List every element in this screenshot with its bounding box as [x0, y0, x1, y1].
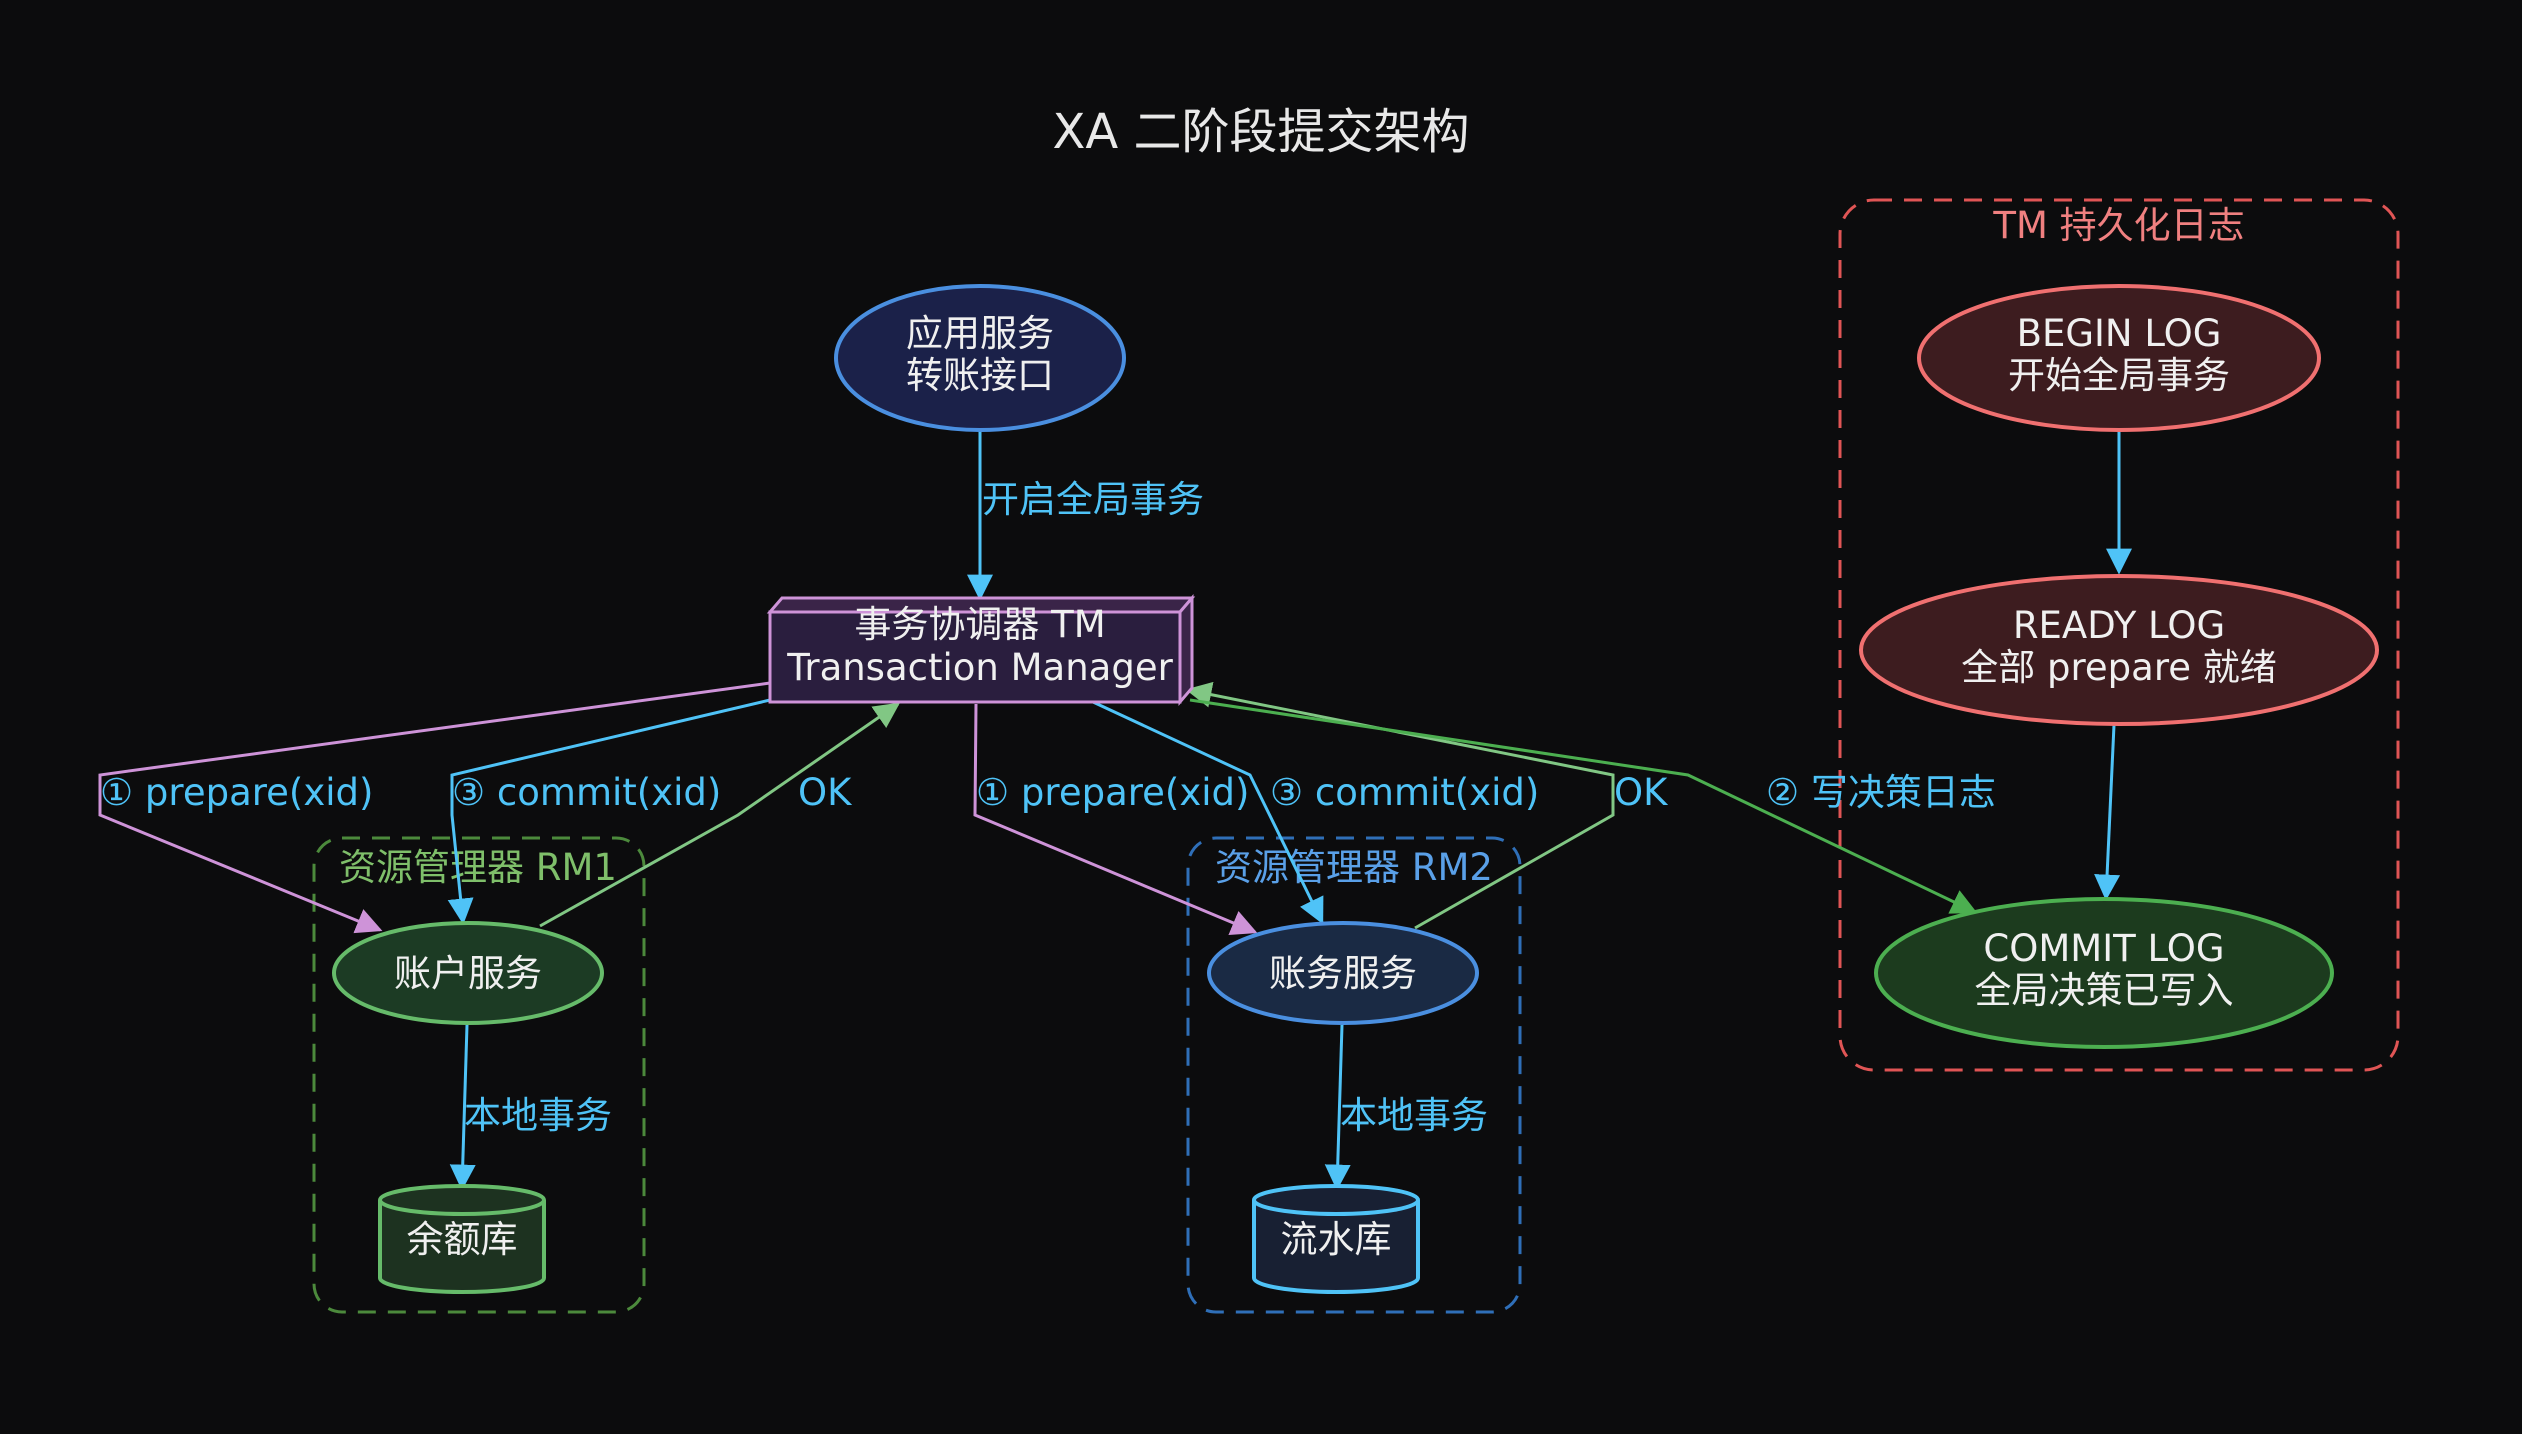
label-rm2-prepare: ① prepare(xid) — [976, 771, 1249, 814]
node-begin-log-line2: 开始全局事务 — [2008, 354, 2230, 397]
node-account-service-label: 账户服务 — [394, 952, 542, 995]
node-flow-db: 流水库 — [1252, 1184, 1420, 1294]
edge-rm1-to-tm-ok — [539, 702, 901, 928]
cluster-rm1: 资源管理器 RM1 — [312, 836, 646, 1314]
diagram-title: XA 二阶段提交架构 — [1053, 104, 1470, 160]
label-rm2-commit: ③ commit(xid) — [1270, 771, 1539, 814]
label-rm2-local: 本地事务 — [1340, 1094, 1488, 1137]
node-balance-db: 余额库 — [378, 1184, 546, 1294]
edge-tm-to-commit-log — [1189, 698, 1978, 914]
edge-tm-to-rm1-prepare — [98, 681, 771, 934]
node-ready-log: READY LOG 全部 prepare 就绪 — [1859, 574, 2379, 726]
node-flow-db-label: 流水库 — [1281, 1218, 1392, 1261]
node-ready-log-line1: READY LOG — [2013, 604, 2225, 647]
node-tm-line1: 事务协调器 TM — [854, 603, 1105, 646]
cluster-rm2-label: 资源管理器 RM2 — [1215, 846, 1493, 889]
node-commit-log-line1: COMMIT LOG — [1983, 927, 2224, 970]
cluster-rm2: 资源管理器 RM2 — [1186, 836, 1522, 1314]
cluster-tm-log-label: TM 持久化日志 — [1992, 204, 2244, 247]
node-tm-line2: Transaction Manager — [786, 646, 1173, 689]
cluster-rm1-label: 资源管理器 RM1 — [339, 846, 617, 889]
node-commit-log: COMMIT LOG 全局决策已写入 — [1874, 897, 2334, 1049]
node-ledger-service: 账务服务 — [1207, 921, 1479, 1025]
label-rm1-commit: ③ commit(xid) — [452, 771, 721, 814]
node-app-service-line1: 应用服务 — [906, 312, 1054, 355]
node-account-service: 账户服务 — [332, 921, 604, 1025]
edge-tm-to-rm1-commit — [447, 698, 771, 925]
edge-ledger-to-flow-db — [1324, 1024, 1351, 1191]
label-rm1-prepare: ① prepare(xid) — [100, 771, 373, 814]
edges — [98, 388, 2132, 1191]
node-transaction-manager: 事务协调器 TM Transaction Manager — [766, 593, 1196, 707]
node-begin-log: BEGIN LOG 开始全局事务 — [1917, 284, 2321, 432]
cluster-tm-log: TM 持久化日志 — [1838, 198, 2400, 1072]
node-app-service: 应用服务 转账接口 — [834, 284, 1126, 432]
node-balance-db-label: 余额库 — [407, 1218, 518, 1261]
node-begin-log-line1: BEGIN LOG — [2017, 312, 2222, 355]
node-ready-log-line2: 全部 prepare 就绪 — [1961, 646, 2277, 689]
label-decision-log: ② 写决策日志 — [1766, 771, 1996, 814]
node-app-service-line2: 转账接口 — [906, 354, 1054, 397]
edge-tm-to-rm2-commit — [1092, 700, 1324, 925]
label-rm1-local: 本地事务 — [464, 1094, 612, 1137]
label-rm2-ok: OK — [1614, 771, 1669, 814]
edge-ready-to-commit — [2094, 724, 2121, 901]
edge-labels: 开启全局事务 ① prepare(xid) ③ commit(xid) OK ①… — [100, 478, 1996, 1137]
label-app-to-tm: 开启全局事务 — [982, 478, 1204, 521]
node-commit-log-line2: 全局决策已写入 — [1975, 969, 2234, 1012]
label-rm1-ok: OK — [798, 771, 853, 814]
edge-tm-to-rm2-prepare — [973, 703, 1258, 935]
edge-account-to-balance-db — [449, 1024, 476, 1191]
node-ledger-service-label: 账务服务 — [1269, 952, 1417, 995]
